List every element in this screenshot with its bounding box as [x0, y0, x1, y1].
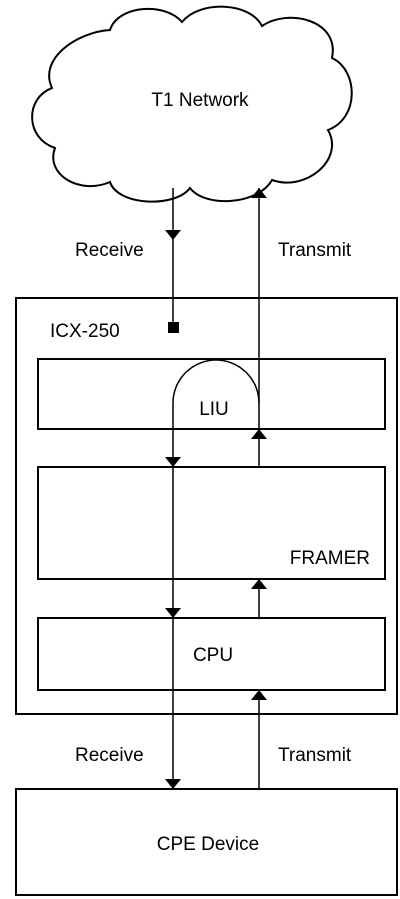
cloud-label: T1 Network — [151, 90, 249, 111]
receive-label-upper: Receive — [75, 240, 144, 261]
transmit-label-upper: Transmit — [278, 240, 352, 261]
cpu-label: CPU — [193, 645, 233, 666]
liu-block — [37, 358, 386, 430]
framer-block — [37, 466, 386, 580]
terminator-square — [168, 322, 179, 333]
t1-network-cloud: T1 Network — [31, 5, 353, 203]
cpu-block — [37, 617, 386, 691]
device-name-label: ICX-250 — [50, 321, 120, 342]
cpe-device-label: CPE Device — [157, 834, 259, 855]
framer-label: FRAMER — [290, 548, 370, 569]
liu-label: LIU — [199, 399, 229, 420]
loopback-arc — [172, 359, 260, 430]
receive-label-lower: Receive — [75, 745, 144, 766]
cpe-device-box — [15, 788, 398, 896]
transmit-label-lower: Transmit — [278, 745, 352, 766]
